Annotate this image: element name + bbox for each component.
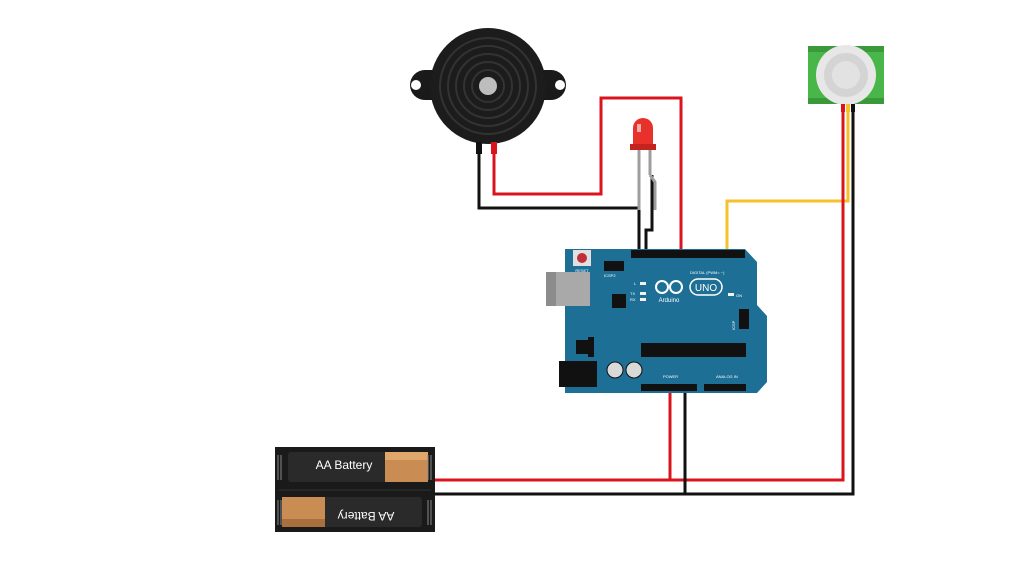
power-jack: [559, 361, 597, 387]
reset-label: RESET: [575, 268, 589, 273]
wire-led-leg: [644, 175, 654, 254]
capacitor: [606, 361, 624, 379]
battery-top-label: AA Battery: [316, 458, 373, 472]
digital-label: DIGITAL (PWM= ~): [690, 270, 725, 275]
voltage-regulator: [576, 340, 590, 354]
microcontroller-chip: [641, 343, 746, 357]
battery-holder: AA Battery AA Battery: [275, 447, 435, 532]
wire-pir-power: [432, 110, 845, 482]
digital-header: [631, 250, 745, 258]
rx-label: RX: [630, 297, 636, 302]
on-label: ON: [736, 293, 742, 298]
board-model: UNO: [695, 283, 717, 294]
usb-chip: [612, 294, 626, 308]
led-l-label: L: [634, 281, 637, 286]
icsp2-header: [604, 261, 624, 271]
power-header: [641, 384, 697, 391]
analog-header: [704, 384, 746, 391]
capacitor: [625, 361, 643, 379]
piezo-buzzer: [410, 28, 566, 154]
wire-buzzer-ground: [477, 150, 641, 254]
red-led: [630, 118, 657, 210]
icsp2-label: ICSP2: [604, 273, 616, 278]
wire-pir-signal: [725, 110, 850, 254]
aa-battery-bottom: AA Battery: [282, 497, 422, 527]
pir-motion-sensor: [808, 45, 884, 112]
icsp-label: ICSP: [731, 320, 736, 330]
arduino-logo: UNO Arduino: [655, 278, 723, 304]
aa-battery-top: AA Battery: [288, 452, 428, 482]
tx-label: TX: [630, 291, 635, 296]
icsp-header: [739, 309, 749, 329]
board-brand: Arduino: [659, 298, 680, 304]
battery-bottom-label: AA Battery: [338, 509, 395, 523]
wire-pir-ground: [432, 110, 855, 496]
wires: [432, 96, 855, 496]
analog-label: ANALOG IN: [716, 374, 738, 379]
arduino-uno-board: RESET ICSP2 DIGITAL (PWM= ~) L TX RX UNO…: [546, 249, 767, 393]
power-label: POWER: [663, 374, 678, 379]
wire-buzzer-positive: [492, 96, 683, 254]
